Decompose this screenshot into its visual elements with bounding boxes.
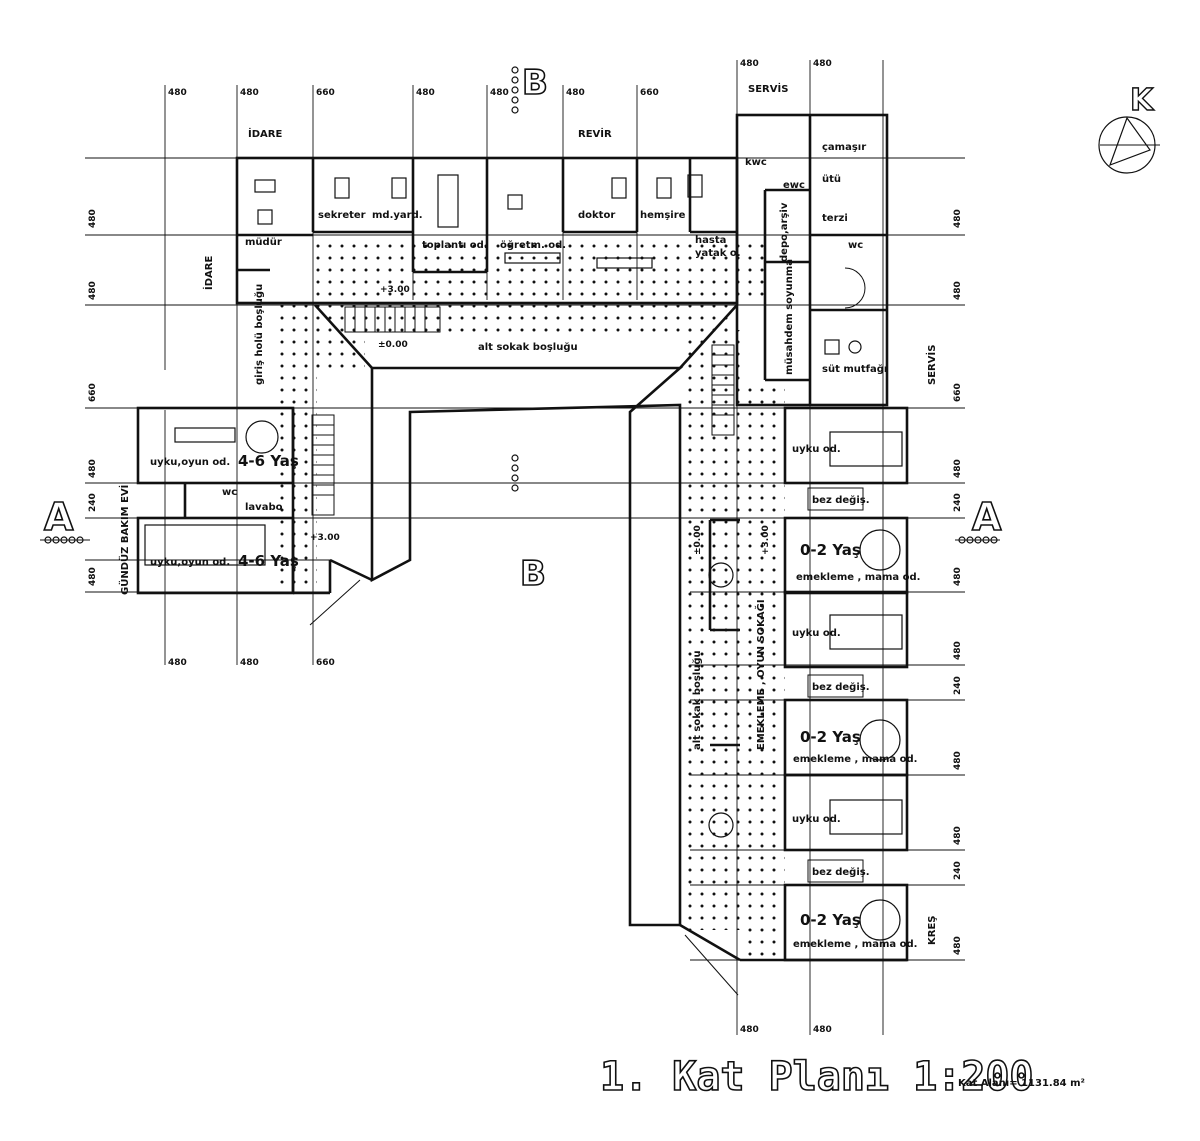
level-label-300-left: +3.00 (310, 533, 340, 543)
room-label-md-yard: md.yard. (372, 210, 423, 221)
room-label-emekleme-3: emekleme , mama od. (793, 939, 917, 950)
north-mark-label: K (1130, 83, 1155, 118)
zone-label-gunduz: GÜNDÜZ BAKIM EVİ (117, 485, 131, 595)
dimension-right-6: 480 (953, 567, 963, 586)
age-label-0-2-1: 0-2 Yaş (800, 541, 861, 559)
age-label-4-6-1: 4-6 Yaş (238, 452, 299, 470)
age-label-4-6-2: 4-6 Yaş (238, 552, 299, 570)
dimension-bottom-left-1: 480 (168, 658, 187, 668)
room-label-bez-3: bez değiş. (812, 866, 870, 878)
section-mark-b-mid: B (520, 554, 546, 594)
north-arrow-icon (1098, 116, 1160, 174)
room-label-uyku-1: uyku od. (792, 444, 841, 455)
dimension-top-3: 660 (316, 88, 335, 98)
section-mark-a-right: A (972, 495, 1002, 539)
section-mark-b-top: B (522, 63, 548, 103)
room-label-yatak: yatak o. (695, 248, 741, 259)
dimension-top-2: 480 (240, 88, 259, 98)
dimension-right-10: 480 (953, 826, 963, 845)
zone-label-idare-top: İDARE (248, 126, 282, 140)
level-label-300-side: +3.00 (761, 525, 771, 555)
dimension-top-6: 480 (566, 88, 585, 98)
dimension-right-12: 480 (953, 936, 963, 955)
zone-label-revir: REVİR (578, 126, 612, 140)
dimension-top-7: 660 (640, 88, 659, 98)
zone-label-servis-side: SERVİS (924, 345, 938, 385)
room-label-uyku-oyun-2: uyku,oyun od. (150, 557, 230, 568)
room-label-giris: giriş holü boşluğu (253, 284, 265, 385)
dimension-left-4: 480 (88, 459, 98, 478)
room-label-utu: ütü (822, 174, 841, 185)
age-label-0-2-2: 0-2 Yaş (800, 728, 861, 746)
dimension-left-6: 480 (88, 567, 98, 586)
dimension-top-1: 480 (168, 88, 187, 98)
zone-label-kres: KREŞ (927, 916, 938, 945)
dimension-top-4: 480 (416, 88, 435, 98)
room-label-ewc: ewc (783, 180, 805, 191)
room-label-terzi: terzi (822, 213, 848, 224)
room-label-sekreter: sekreter (318, 210, 366, 221)
room-label-alt-sokak-side: alt sokak boşluğu (691, 650, 703, 750)
room-label-emekleme-2: emekleme , mama od. (793, 754, 917, 765)
room-label-kwc: kwc (745, 157, 767, 168)
room-label-wc-left: wc (222, 487, 237, 498)
room-label-uyku-3: uyku od. (792, 814, 841, 825)
dimension-bottom-right-2: 480 (813, 1025, 832, 1035)
zone-label-idare-side: İDARE (201, 256, 215, 290)
room-label-uyku-oyun-1: uyku,oyun od. (150, 457, 230, 468)
dimension-right-9: 480 (953, 751, 963, 770)
dimension-top-8: 480 (740, 59, 759, 69)
dimension-right-2: 480 (953, 281, 963, 300)
room-label-emekleme-sokak: EMEKLEME , OYUN SOKAĞI (754, 599, 767, 750)
room-label-doktor: doktor (578, 210, 615, 221)
dimension-right-4: 480 (953, 459, 963, 478)
room-label-bez-2: bez değiş. (812, 681, 870, 693)
dimension-left-5: 240 (88, 493, 98, 512)
dimension-right-5: 240 (953, 493, 963, 512)
room-label-hasta: hasta (695, 235, 726, 246)
dimension-right-8: 240 (953, 676, 963, 695)
dimension-bottom-left-2: 480 (240, 658, 259, 668)
room-label-bez-1: bez değiş. (812, 494, 870, 506)
level-label-300-top: +3.00 (380, 285, 410, 295)
room-label-sut: süt mutfağı (822, 363, 887, 375)
labels: müdür sekreter md.yard. toplantı od. öğr… (43, 59, 1156, 1101)
room-label-wc-servis: wc (848, 240, 863, 251)
zone-label-servis-top: SERVİS (748, 81, 788, 95)
section-markers (40, 66, 1000, 544)
dimension-right-11: 240 (953, 861, 963, 880)
room-label-toplanti: toplantı od. (422, 240, 488, 251)
dimension-right-3: 660 (953, 383, 963, 402)
drawing-title: 1. Kat Planı 1:200 (600, 1054, 1033, 1100)
room-label-hemsire: hemşire (640, 210, 686, 221)
dimension-right-1: 480 (953, 209, 963, 228)
dimension-left-1: 480 (88, 209, 98, 228)
age-label-0-2-3: 0-2 Yaş (800, 911, 861, 929)
section-mark-a-left: A (44, 495, 74, 539)
floor-area-label: Kat Alanı= 1131.84 m² (958, 1078, 1085, 1089)
dimension-bottom-right-1: 480 (740, 1025, 759, 1035)
room-label-uyku-2: uyku od. (792, 628, 841, 639)
dimension-right-7: 480 (953, 641, 963, 660)
dimension-top-5: 480 (490, 88, 509, 98)
dimension-left-3: 660 (88, 383, 98, 402)
room-label-mudur: müdür (245, 237, 282, 248)
level-label-000-side: ±0.00 (693, 525, 703, 555)
room-label-musahdem: müsahdem soyunma (784, 259, 795, 375)
room-label-depo: depo,arşiv (779, 202, 790, 262)
room-label-lavabo: lavabo (245, 502, 283, 513)
room-label-ogretmen: öğretm. od. (500, 239, 566, 251)
room-label-alt-sokak-top: alt sokak boşluğu (478, 341, 578, 353)
dimension-bottom-left-3: 660 (316, 658, 335, 668)
walls (136, 113, 909, 962)
furniture (144, 174, 903, 941)
stairs (309, 267, 866, 996)
dimension-left-2: 480 (88, 281, 98, 300)
room-label-emekleme-1: emekleme , mama od. (796, 572, 920, 583)
level-label-000-top: ±0.00 (378, 340, 408, 350)
dimension-top-9: 480 (813, 59, 832, 69)
room-label-camasir: çamaşır (822, 142, 866, 153)
